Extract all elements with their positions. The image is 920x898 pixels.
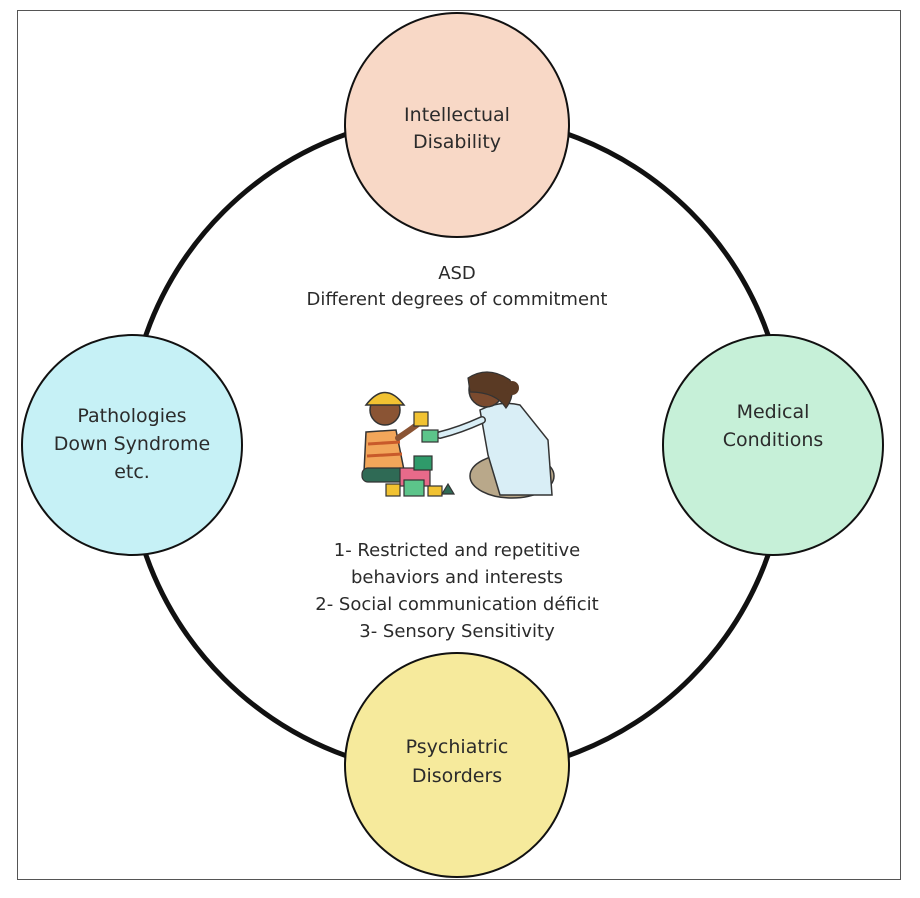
node-medical-conditions: Medical Conditions (662, 334, 884, 556)
node-psychiatric-disorders-circle (344, 652, 570, 878)
node-psychiatric-disorders: Psychiatric Disorders (344, 652, 570, 878)
adult-figure (436, 371, 555, 499)
characteristic-line-3: 2- Social communication déficit (315, 594, 598, 615)
characteristic-line-1: 1- Restricted and repetitive (334, 540, 580, 561)
node-psychiatric-disorders-label-2: Disorders (412, 765, 502, 787)
node-pathologies-label-3: etc. (114, 461, 150, 483)
node-pathologies: Pathologies Down Syndrome etc. (21, 334, 243, 556)
center-subtitle: Different degrees of commitment (307, 289, 608, 310)
center-title: ASD (438, 263, 476, 284)
characteristic-line-4: 3- Sensory Sensitivity (359, 621, 555, 642)
node-medical-conditions-circle (662, 334, 884, 556)
node-pathologies-label-1: Pathologies (77, 405, 186, 427)
node-intellectual-disability-circle (344, 12, 570, 238)
node-medical-conditions-label-2: Conditions (723, 429, 824, 451)
node-pathologies-label-2: Down Syndrome (54, 433, 211, 455)
node-psychiatric-disorders-label-1: Psychiatric (406, 736, 509, 758)
figure-frame (17, 10, 901, 880)
toy-blocks (385, 411, 456, 497)
node-intellectual-disability-label-1: Intellectual (404, 104, 510, 126)
node-pathologies-circle (21, 334, 243, 556)
node-intellectual-disability: Intellectual Disability (344, 12, 570, 238)
child-and-adult-playing-illustration (361, 371, 555, 499)
node-intellectual-disability-label-2: Disability (413, 131, 501, 153)
characteristic-line-2: behaviors and interests (351, 567, 563, 588)
node-medical-conditions-label-1: Medical (737, 401, 810, 423)
